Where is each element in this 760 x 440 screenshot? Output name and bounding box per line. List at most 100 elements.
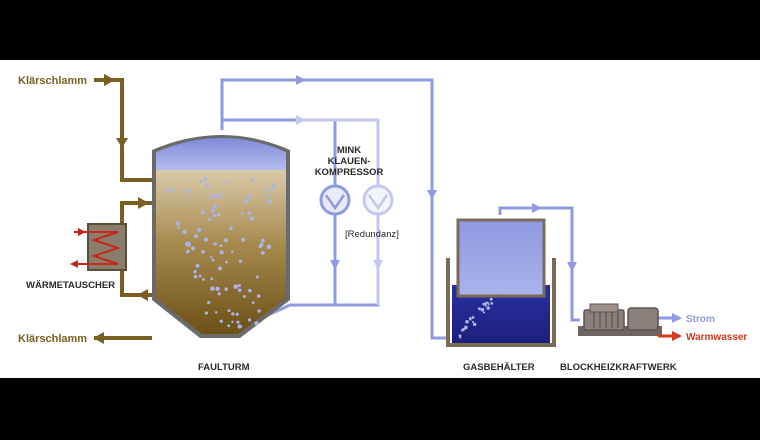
gas-bubble <box>227 324 231 328</box>
gas-bubble <box>198 274 202 278</box>
gas-bubble <box>218 192 223 197</box>
chp-base <box>578 326 662 336</box>
gas-bubble <box>249 216 255 221</box>
gas-bubble <box>482 311 485 314</box>
gas-bubble <box>166 188 170 193</box>
gas-bubble <box>241 237 246 242</box>
gas-bubble <box>486 306 490 310</box>
gas-bubble <box>211 258 215 262</box>
arrow-right <box>138 197 149 209</box>
compressor-label-line3: KOMPRESSOR <box>315 167 384 178</box>
gas-bubble <box>225 260 228 264</box>
gas-bubble <box>200 210 205 215</box>
gas-bubble <box>459 336 462 339</box>
gas-bubble <box>225 180 229 184</box>
gas-bubble <box>213 242 217 246</box>
gas-bubble <box>260 250 265 255</box>
gas-bubble <box>211 210 214 213</box>
gas-bubble <box>247 318 252 322</box>
gas-bubble <box>490 302 494 305</box>
gas-bubble <box>219 244 223 248</box>
compressor-main-icon <box>319 184 351 216</box>
gas-bubble <box>237 288 242 292</box>
gas-bubble <box>256 294 261 298</box>
arrow-right <box>104 74 115 86</box>
arrow-right <box>532 203 542 213</box>
gas-bubble <box>477 307 481 311</box>
gas-bubble <box>484 304 487 307</box>
heat-exchanger <box>70 223 127 271</box>
compressor-label-line2: KLAUEN- <box>328 156 371 167</box>
gas-bubble <box>219 319 223 323</box>
gas-bubble <box>199 180 203 184</box>
gas-bubble <box>487 303 490 306</box>
gas-bubble <box>193 234 198 239</box>
compressor-redundant <box>362 184 394 216</box>
compressor-redundant-icon <box>362 184 394 216</box>
arrow-down <box>567 262 577 272</box>
gas-bubble <box>267 200 272 204</box>
power-label: Strom <box>686 314 715 325</box>
gas-holder-label: GASBEHÄLTER <box>463 362 535 373</box>
gas-bubble <box>239 325 243 328</box>
gas-bubble <box>233 284 238 289</box>
arrow-down <box>427 190 437 200</box>
gas-bubble <box>223 238 228 243</box>
gas-bubble <box>215 286 220 292</box>
arrow-right <box>78 228 86 236</box>
gas-bubble <box>193 274 198 279</box>
gas-bubble <box>188 189 192 193</box>
gas-bubble <box>214 193 220 199</box>
gas-bubble <box>208 194 214 199</box>
gas-bubble <box>175 221 180 226</box>
gas-bubble <box>208 217 212 221</box>
gas-bubble <box>241 211 244 215</box>
redundant-gas-line <box>300 118 380 305</box>
gas-bubble <box>247 211 252 215</box>
gas-bubble <box>251 177 255 181</box>
gas-bubble <box>210 277 214 281</box>
gas-bubble <box>270 188 274 192</box>
gas-bubble <box>210 255 213 259</box>
gas-bubble <box>485 301 488 305</box>
gas-bubble <box>217 266 223 271</box>
compressor-label-line1: MINK <box>337 145 361 156</box>
gas-bubble <box>238 284 241 287</box>
gas-bubble <box>197 227 202 232</box>
arrow-right <box>672 313 682 323</box>
gas-bubble <box>171 189 175 192</box>
arrow-left <box>137 289 148 301</box>
gas-bubble <box>242 295 246 298</box>
gas-bubble <box>254 321 259 326</box>
arrow-down <box>330 260 340 270</box>
gas-bubble <box>210 286 215 291</box>
gas-bubble <box>482 302 486 306</box>
gas-bubble <box>264 187 269 192</box>
gas-bubble <box>235 312 239 316</box>
gas-bubble <box>496 288 499 291</box>
gas-bubble <box>266 194 270 198</box>
gas-holder-bell <box>456 218 546 298</box>
gas-bubble <box>489 297 493 301</box>
gas-bubble <box>251 301 255 304</box>
gas-bubble <box>238 259 243 263</box>
gas-bubble <box>193 269 197 274</box>
gas-bubble <box>204 311 209 315</box>
sludge-in-label: Klärschlamm <box>18 75 87 87</box>
arrow-left <box>93 332 104 344</box>
sludge-out-label: Klärschlamm <box>18 333 87 345</box>
gas-bubble <box>227 309 231 313</box>
gas-bubble <box>465 319 469 324</box>
compressor-main <box>319 184 351 216</box>
gas-bubble <box>462 328 465 331</box>
heat-exchanger-label: WÄRMETAUSCHER <box>26 280 115 291</box>
gas-bubble <box>229 226 233 231</box>
gas-bubble <box>185 241 190 247</box>
digester-gas-dome <box>156 138 286 170</box>
gas-bubble <box>472 322 477 327</box>
gas-bubble <box>213 204 218 209</box>
gas-bubble <box>471 320 475 323</box>
arrow-left <box>70 260 78 268</box>
gas-bubble <box>464 325 468 330</box>
